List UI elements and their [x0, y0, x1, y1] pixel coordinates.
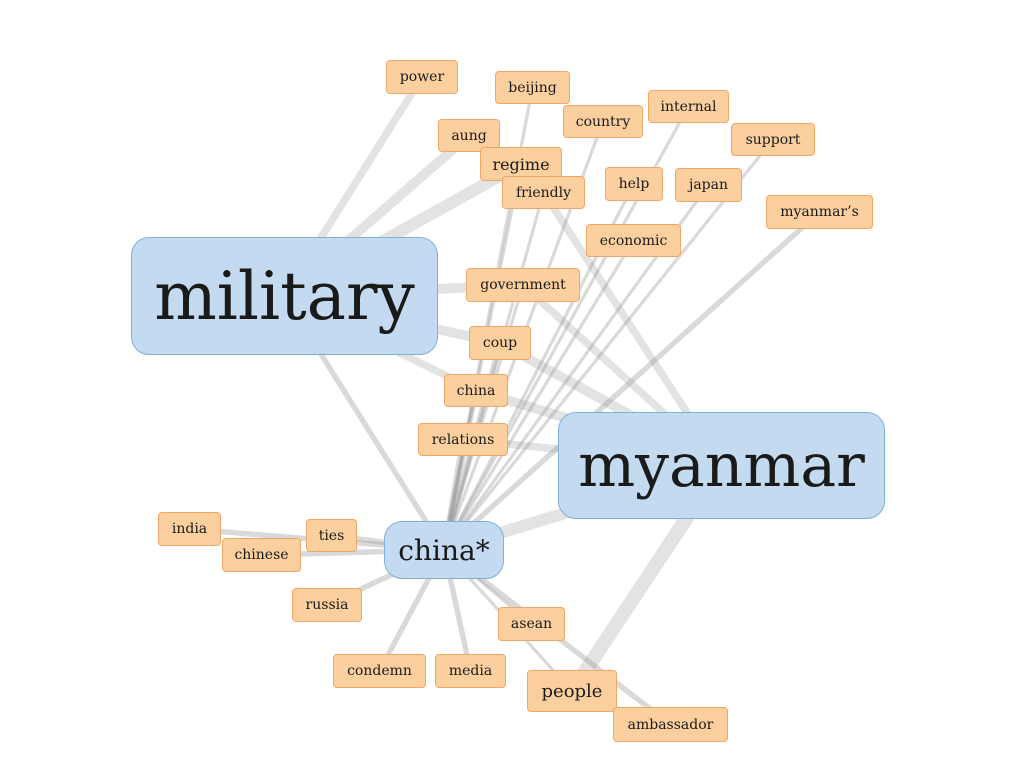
word-node-country[interactable]: country: [563, 105, 643, 138]
edge-china_star-support: [442, 137, 775, 552]
word-node-relations[interactable]: relations: [418, 423, 508, 456]
word-node-russia[interactable]: russia: [292, 588, 362, 622]
word-node-india[interactable]: india: [158, 512, 221, 546]
edge-china_star-friendly: [442, 190, 546, 552]
word-node-coup[interactable]: coup: [469, 326, 531, 360]
word-node-ties[interactable]: ties: [306, 519, 357, 552]
word-node-asean[interactable]: asean: [498, 607, 565, 641]
word-node-condemn[interactable]: condemn: [333, 654, 426, 688]
hub-node-military[interactable]: military: [131, 237, 438, 355]
word-node-government[interactable]: government: [466, 268, 580, 302]
word-node-people[interactable]: people: [527, 670, 617, 712]
word-node-ambassador[interactable]: ambassador: [613, 707, 728, 742]
word-node-aung[interactable]: aung: [438, 119, 500, 152]
word-node-help[interactable]: help: [605, 167, 663, 201]
word-node-support[interactable]: support: [731, 123, 815, 156]
hub-node-china-star[interactable]: china*: [384, 521, 504, 579]
edge-china_star-myanmars: [441, 209, 823, 553]
word-node-friendly[interactable]: friendly: [502, 176, 585, 209]
word-node-japan[interactable]: japan: [675, 168, 742, 202]
word-node-economic[interactable]: economic: [586, 224, 681, 257]
edge-china_star-economic: [442, 238, 636, 552]
word-node-internal[interactable]: internal: [648, 90, 729, 123]
word-node-chinese[interactable]: chinese: [222, 538, 301, 572]
word-node-power[interactable]: power: [386, 60, 458, 94]
hub-node-myanmar[interactable]: myanmar: [558, 412, 885, 519]
word-node-myanmars[interactable]: myanmar’s: [766, 195, 873, 229]
word-node-beijing[interactable]: beijing: [495, 71, 570, 104]
word-node-media[interactable]: media: [435, 654, 506, 688]
word-node-china[interactable]: china: [444, 374, 508, 407]
